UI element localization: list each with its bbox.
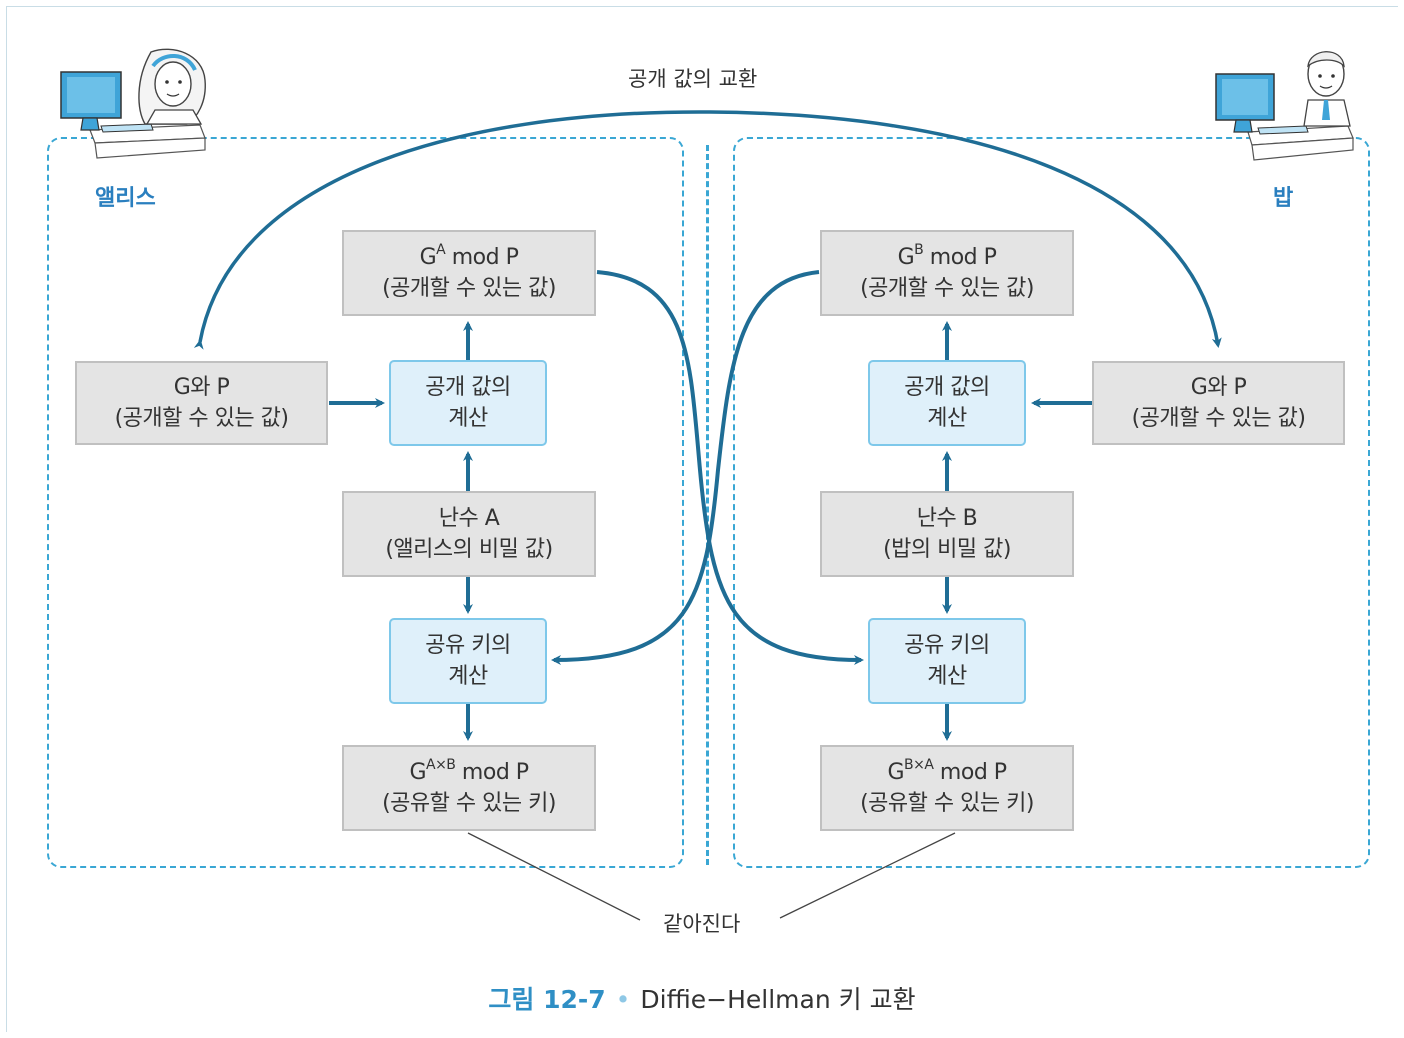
alice-label: 앨리스	[95, 186, 156, 211]
equal-leader-left	[467, 832, 641, 921]
alice-compute-shared-box: 공유 키의 계산	[389, 618, 547, 704]
bob-label: 밥	[1273, 186, 1294, 211]
bob-public-value-box: GB mod P (공개할 수 있는 값)	[820, 230, 1074, 316]
bob-shared-key-box: GB×A mod P (공유할 수 있는 키)	[820, 745, 1074, 831]
alice-public-to-bob-shared-curve	[596, 270, 864, 665]
figure-number: 그림 12-7	[488, 985, 606, 1014]
bob-public-to-alice-shared-curve	[551, 270, 820, 665]
alice-region	[47, 137, 684, 868]
figure-title: Diffie−Hellman 키 교환	[640, 985, 916, 1014]
alice-compute-public-box: 공개 값의 계산	[389, 360, 547, 446]
alice-shared-key-box: GA×B mod P (공유할 수 있는 키)	[342, 745, 596, 831]
equal-leader-right	[779, 832, 956, 919]
bob-illustration	[1215, 51, 1354, 161]
bob-params-box: G와 P (공개할 수 있는 값)	[1092, 361, 1345, 445]
caption-dot: •	[615, 985, 631, 1014]
figure-caption: 그림 12-7 • Diffie−Hellman 키 교환	[0, 980, 1404, 1016]
bob-region	[733, 137, 1370, 868]
alice-params-box: G와 P (공개할 수 있는 값)	[75, 361, 328, 445]
alice-illustration	[60, 48, 206, 159]
center-divider	[706, 145, 709, 865]
public-exchange-arc	[193, 110, 1222, 350]
bob-compute-public-box: 공개 값의 계산	[868, 360, 1026, 446]
equal-label: 같아진다	[663, 912, 741, 936]
alice-random-box: 난수 A (앨리스의 비밀 값)	[342, 491, 596, 577]
bob-random-box: 난수 B (밥의 비밀 값)	[820, 491, 1074, 577]
alice-public-value-box: GA mod P (공개할 수 있는 값)	[342, 230, 596, 316]
figure-frame	[6, 6, 1398, 1032]
public-exchange-label: 공개 값의 교환	[628, 67, 758, 91]
bob-compute-shared-box: 공유 키의 계산	[868, 618, 1026, 704]
